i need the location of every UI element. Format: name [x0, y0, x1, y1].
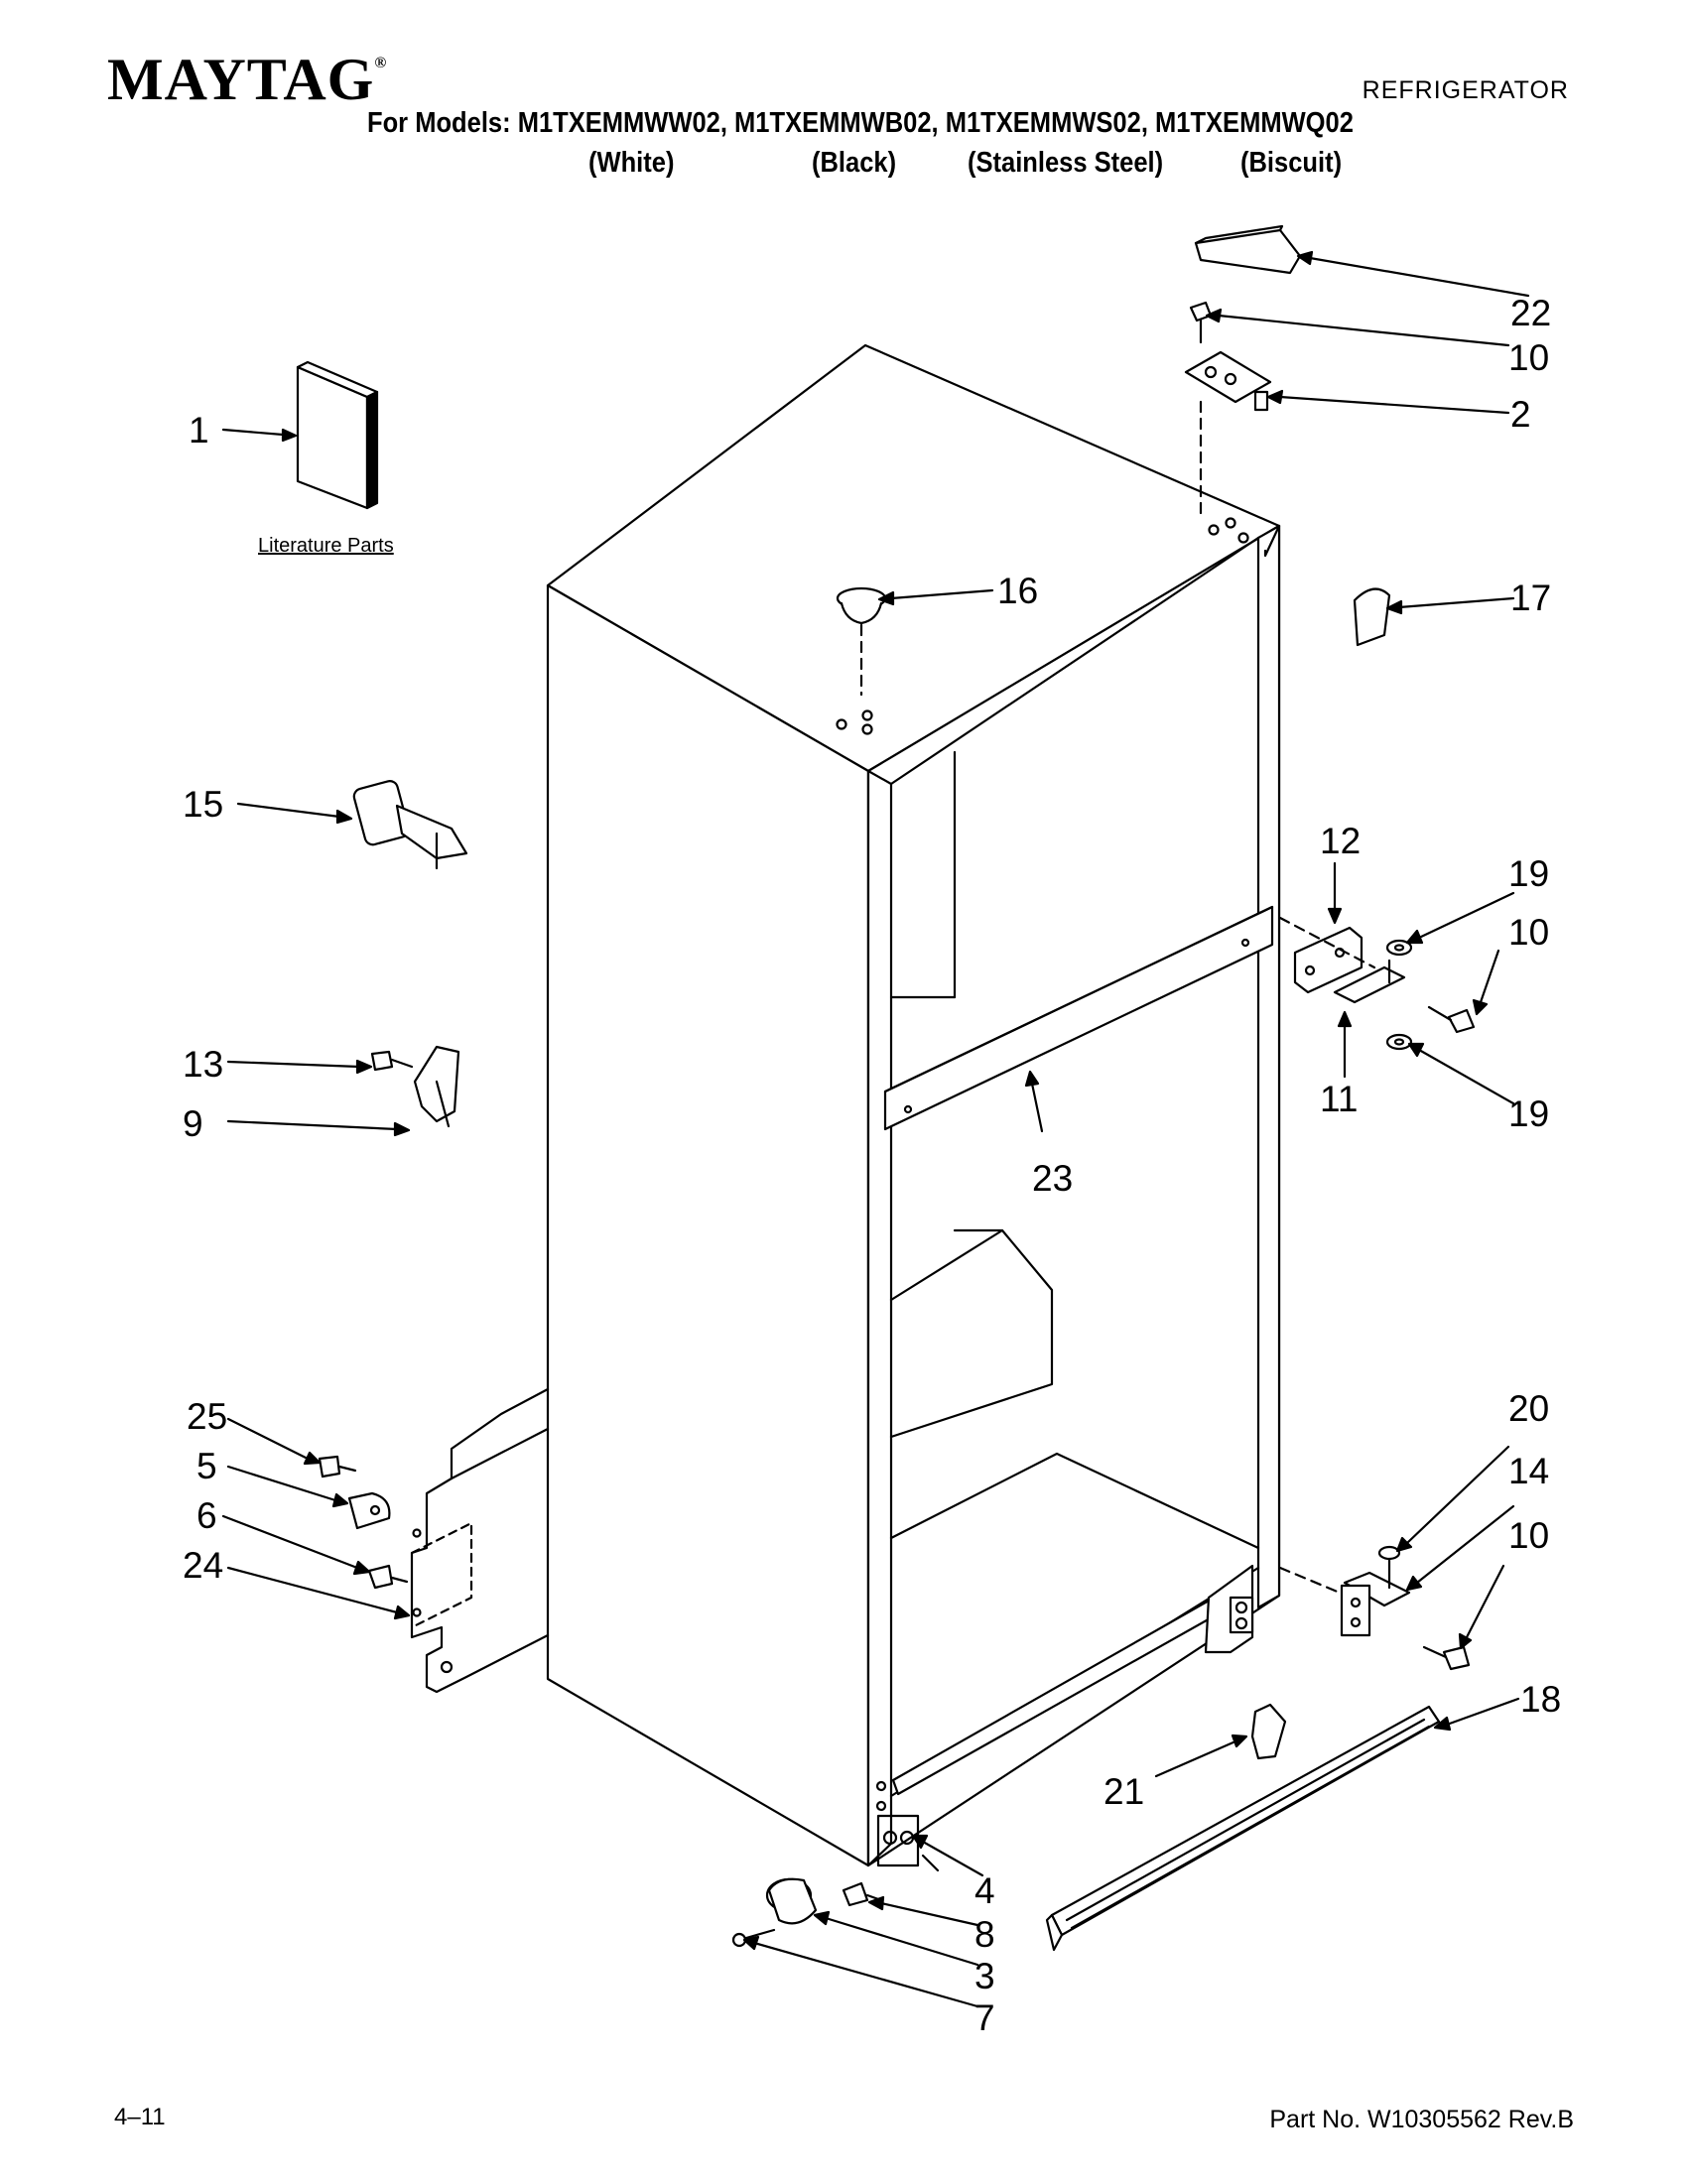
screw-top	[1189, 301, 1213, 344]
part-number: Part No. W10305562 Rev.B	[1269, 2106, 1574, 2133]
hinge-cover	[1194, 224, 1302, 275]
stop-screw	[370, 1050, 414, 1072]
callout-16: 16	[997, 571, 1038, 611]
literature-parts	[296, 360, 379, 510]
callout-12: 12	[1320, 821, 1361, 861]
callout-4: 4	[974, 1870, 995, 1911]
cabinet-body	[546, 343, 1281, 1867]
callout-19-lower: 19	[1508, 1093, 1549, 1134]
center-hinge-bracket	[1293, 926, 1363, 994]
callout-14: 14	[1508, 1451, 1549, 1491]
page-code: 4–11	[114, 2104, 166, 2130]
roller-pin	[731, 1928, 776, 1948]
brand-logo: MAYTAG®	[107, 50, 387, 109]
literature-label: Literature Parts	[258, 535, 394, 557]
top-hinge	[1184, 350, 1272, 518]
callout-10-mid: 10	[1508, 912, 1549, 953]
callout-23: 23	[1032, 1158, 1073, 1199]
leg-screw	[367, 1564, 409, 1590]
kickplate-grille	[1045, 1705, 1441, 1952]
callout-18: 18	[1520, 1679, 1561, 1720]
callout-1: 1	[189, 410, 209, 450]
screw-mid	[1427, 1005, 1476, 1034]
center-hinge	[1278, 916, 1406, 1004]
variant-stainless: (Stainless Steel)	[968, 147, 1164, 179]
variant-white: (White)	[588, 147, 675, 179]
bottom-hinge	[1278, 1545, 1411, 1637]
left-bracket	[410, 1387, 550, 1694]
screw-bottom	[1422, 1645, 1471, 1671]
callout-7: 7	[974, 1997, 995, 2038]
callout-22: 22	[1510, 293, 1551, 333]
callout-19-upper: 19	[1508, 853, 1549, 894]
grille-clip	[1250, 1703, 1287, 1760]
callout-20: 20	[1508, 1388, 1549, 1429]
product-type: REFRIGERATOR	[1362, 76, 1569, 104]
brand-name: MAYTAG	[107, 47, 375, 112]
variant-black: (Black)	[812, 147, 897, 179]
callout-9: 9	[183, 1103, 203, 1144]
callout-10-top: 10	[1508, 337, 1549, 378]
washer-lower	[1385, 1033, 1413, 1051]
leveling-screw	[318, 1455, 357, 1478]
callout-2: 2	[1510, 394, 1531, 435]
leg-bracket	[347, 1491, 391, 1530]
washer-upper	[1385, 939, 1413, 957]
bottom-rail	[891, 1564, 1254, 1796]
callout-17: 17	[1510, 578, 1551, 618]
models-line: For Models: M1TXEMMWW02, M1TXEMMWB02, M1…	[367, 107, 1354, 139]
callout-21: 21	[1104, 1771, 1144, 1812]
plug	[836, 586, 887, 697]
callout-6: 6	[196, 1495, 217, 1536]
callout-25: 25	[187, 1396, 227, 1437]
roller-assembly	[765, 1877, 818, 1925]
leader-lines	[221, 250, 1530, 2008]
hinge-clip	[1353, 587, 1391, 647]
callout-8: 8	[974, 1914, 995, 1955]
registered-mark: ®	[374, 55, 388, 71]
callout-3: 3	[974, 1956, 995, 1996]
callout-15: 15	[183, 784, 223, 825]
callout-24: 24	[183, 1545, 223, 1586]
callout-5: 5	[196, 1446, 217, 1486]
door-stop-bracket	[413, 1045, 460, 1128]
variant-biscuit: (Biscuit)	[1240, 147, 1343, 179]
callout-13: 13	[183, 1044, 223, 1085]
callout-11: 11	[1320, 1079, 1358, 1119]
callout-10-bottom: 10	[1508, 1515, 1549, 1556]
mullion-bar	[883, 905, 1274, 1131]
door-stop	[352, 780, 468, 870]
